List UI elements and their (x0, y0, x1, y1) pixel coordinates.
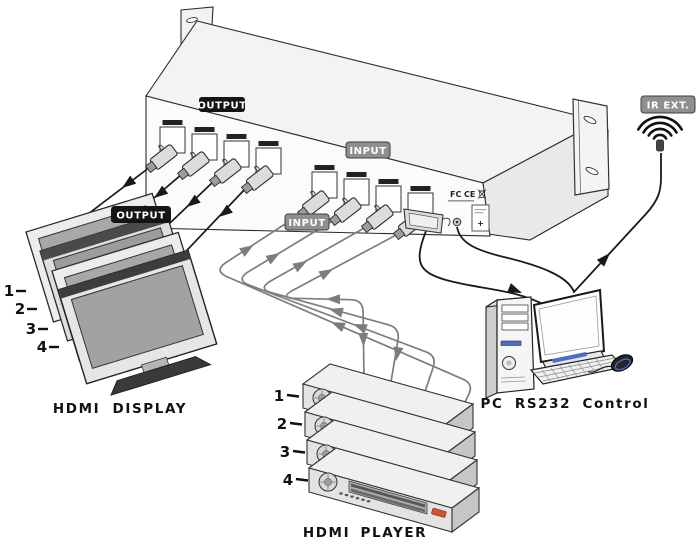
display-number-2: 2 (15, 300, 25, 318)
pc-monitor (532, 288, 608, 376)
input-cable-4 (285, 233, 399, 383)
rack-ear-right-slot (585, 166, 599, 176)
flow-arrow (325, 294, 341, 305)
flow-arrow (239, 240, 257, 257)
rack-ear-left-slot (186, 17, 198, 23)
hdmi-display-4 (57, 249, 218, 396)
output-badge-label: OUTPUT (197, 101, 246, 112)
power-terminal: + (471, 204, 490, 232)
pc-caption: PC RS232 Control (481, 396, 650, 412)
player-number-4: 4 (283, 471, 293, 489)
output-badge-label: OUTPUT (116, 211, 165, 222)
flow-arrow (318, 264, 336, 281)
hdmi-display-caption: HDMI DISPLAY (53, 401, 187, 417)
input-badge-label: INPUT (288, 218, 325, 229)
rack-ear-right (572, 98, 610, 196)
display-screen (70, 264, 204, 369)
db9-serial-connector (403, 208, 451, 234)
display-number-4: 4 (37, 338, 47, 356)
drive-bay (501, 313, 529, 322)
output-badge-top: OUTPUT (197, 97, 246, 112)
ir-jack (452, 217, 462, 227)
ir-cable (456, 153, 662, 294)
fcc-mark: FC (450, 190, 461, 199)
drive-bay (501, 322, 529, 331)
mouse-cable (588, 365, 612, 373)
display-stand-base (110, 356, 212, 396)
ir-receiver-icon (637, 115, 683, 152)
rs232-cable (418, 230, 548, 307)
ce-mark: CE (464, 190, 475, 199)
output-badge-cables: OUTPUT (111, 206, 171, 223)
player-number-3: 3 (280, 443, 290, 461)
pc-rs232-control: PC RS232 Control (481, 288, 650, 412)
input-cables (219, 212, 472, 473)
monitor-accent-strip (552, 352, 587, 363)
input-badge-cables: INPUT (284, 213, 330, 231)
drive-bay (501, 304, 529, 313)
flow-arrow (265, 248, 283, 265)
rack-ear-right-slot (583, 115, 597, 125)
input-badge-top: INPUT (345, 141, 391, 159)
player-number-1: 1 (274, 387, 284, 405)
flow-arrow (358, 332, 369, 348)
ir-ext-badge-label: IR EXT. (647, 101, 690, 112)
player-number-2: 2 (277, 415, 287, 433)
input-cable-1 (219, 212, 472, 473)
hdmi-player-stack: 1 2 3 4 HDMI PLAYER (274, 363, 480, 541)
hdmi-player-caption: HDMI PLAYER (303, 525, 427, 541)
pc-mouse (588, 354, 634, 373)
input-cable-2 (241, 219, 436, 443)
display-numbers: 1 2 3 4 (4, 282, 59, 356)
input-cable-3 (263, 226, 400, 413)
tower-accent-slot (500, 340, 522, 346)
player-numbers: 1 2 3 4 (274, 387, 309, 489)
certification-marks: FC CE (448, 189, 487, 202)
pc-tower (485, 296, 535, 399)
matrix-switch: FC CE + (145, 6, 610, 241)
hdmi-display-stack: 1 2 3 4 HDMI DISPLAY (4, 192, 218, 417)
weee-bin-icon (477, 189, 487, 199)
ir-ext-badge: IR EXT. (640, 95, 696, 114)
flow-arrow (292, 256, 310, 273)
ir-extension: IR EXT. (637, 95, 696, 152)
flow-arrow (329, 317, 346, 333)
ir-antenna-stub (656, 139, 664, 152)
power-plus-mark: + (477, 219, 484, 228)
display-number-1: 1 (4, 282, 14, 300)
display-number-3: 3 (26, 320, 36, 338)
input-badge-label: INPUT (349, 146, 386, 157)
